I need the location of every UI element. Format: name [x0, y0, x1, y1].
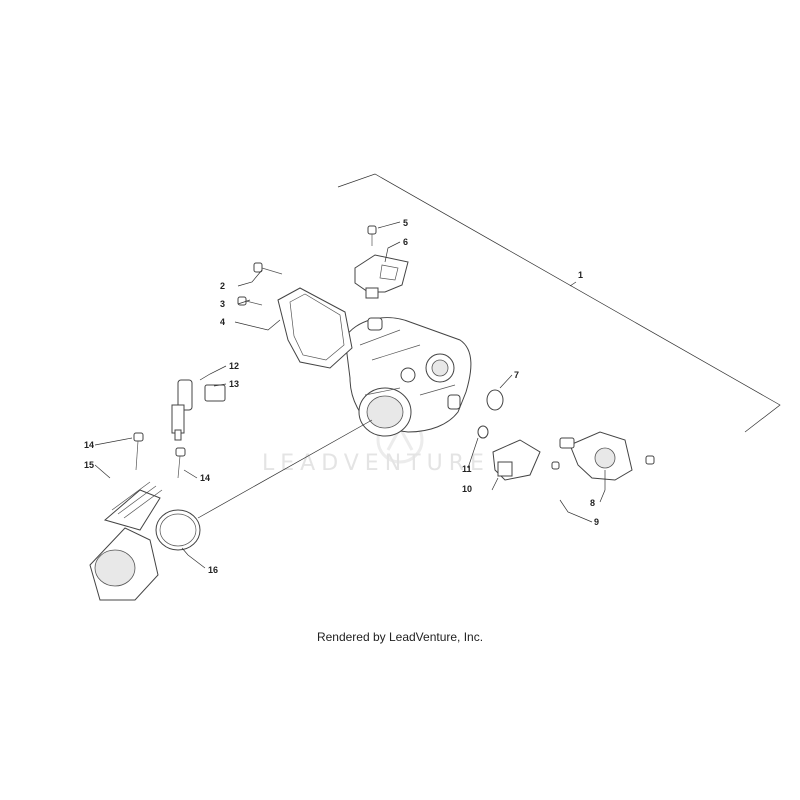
- clamp-16: [155, 509, 201, 551]
- callout-10: 10: [462, 484, 472, 494]
- callout-16: 16: [208, 565, 218, 575]
- callout-9: 9: [594, 517, 599, 527]
- o-ring-7: [486, 389, 504, 411]
- callout-1: 1: [578, 270, 583, 280]
- screw-5: [367, 225, 377, 246]
- screw-14b: [175, 447, 186, 479]
- callout-5: 5: [403, 218, 408, 228]
- screw-2: [253, 262, 283, 275]
- callout-13: 13: [229, 379, 239, 389]
- watermark-text: LEADVENTURE: [262, 451, 490, 476]
- callout-15: 15: [84, 460, 94, 470]
- screw-14a: [133, 432, 144, 471]
- render-credit: Rendered by LeadVenture, Inc.: [316, 630, 484, 644]
- callout-14a: 14: [84, 440, 94, 450]
- callout-4: 4: [220, 317, 225, 327]
- callout-6: 6: [403, 237, 408, 247]
- connector-13: [204, 384, 226, 402]
- screw-8: [551, 455, 655, 470]
- sensor-6: [354, 254, 409, 299]
- injector-12: [171, 379, 193, 441]
- callout-14b: 14: [200, 473, 210, 483]
- assembly-bracket: [337, 173, 781, 433]
- callout-7: 7: [514, 370, 519, 380]
- assembly-line: [197, 419, 373, 519]
- sensor-10: [492, 439, 541, 481]
- intake-boot-15: [89, 481, 163, 601]
- gasket: [277, 287, 353, 369]
- callout-8: 8: [590, 498, 595, 508]
- o-ring-11: [477, 425, 489, 439]
- callout-11: 11: [462, 464, 472, 474]
- leader-lines: [94, 221, 606, 569]
- idle-valve-9: [559, 431, 633, 481]
- callout-2: 2: [220, 281, 225, 291]
- screw-3: [237, 296, 263, 306]
- throttle-body: [344, 317, 472, 437]
- callout-3: 3: [220, 299, 225, 309]
- callout-12: 12: [229, 361, 239, 371]
